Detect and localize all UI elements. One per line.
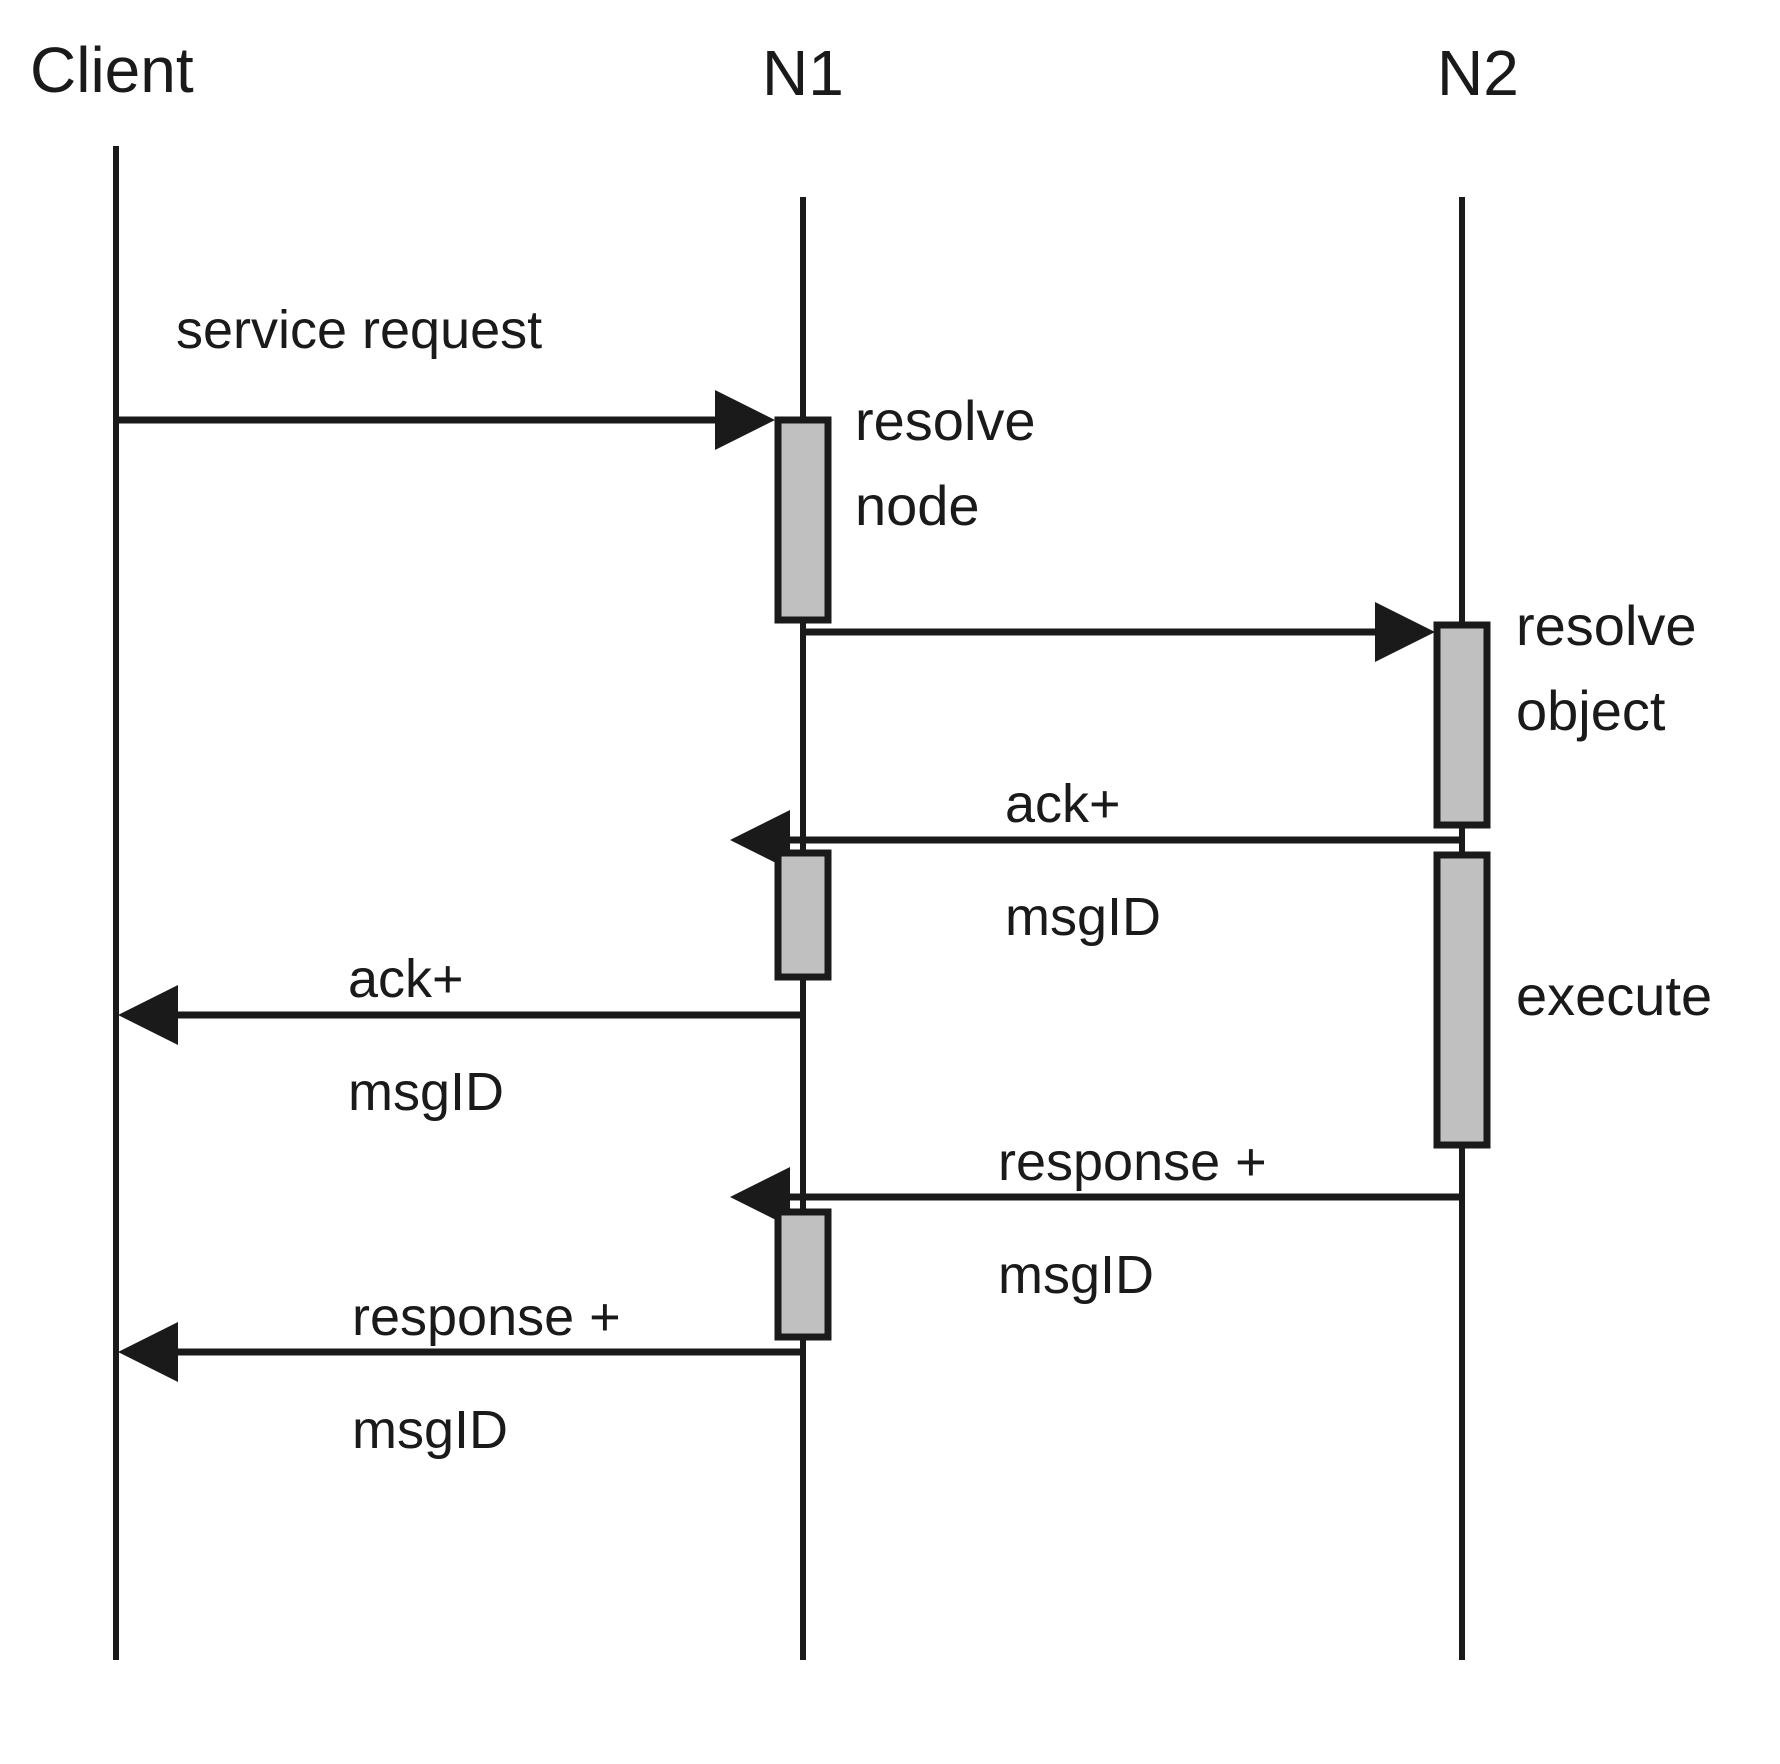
arrow-head-left-response-msgid-n1-to-client xyxy=(118,1322,178,1382)
arrow-head-right-service-request xyxy=(715,390,775,450)
message-label-ack-msgid-n2-to-n1-line2: msgID xyxy=(1005,887,1161,947)
message-label-response-msgid-n1-to-client-line2: msgID xyxy=(352,1400,508,1460)
activation-label-resolve-node-line2: node xyxy=(855,474,980,537)
message-ack-msgid-n2-to-n1: ack+ msgID xyxy=(730,774,1462,947)
activation-label-execute: execute xyxy=(1516,964,1712,1027)
message-label-response-msgid-n2-to-n1-line2: msgID xyxy=(998,1245,1154,1305)
message-label-service-request: service request xyxy=(176,300,542,360)
message-service-request: service request xyxy=(116,300,775,450)
message-ack-msgid-n1-to-client: ack+ msgID xyxy=(118,949,803,1122)
message-label-ack-msgid-n2-to-n1-line1: ack+ xyxy=(1005,774,1121,834)
activation-label-resolve-object-line2: object xyxy=(1516,679,1666,742)
lifeline-header-n2: N2 xyxy=(1437,37,1519,109)
activation-box-execute xyxy=(1433,851,1491,1149)
message-response-msgid-n1-to-client: response + msgID xyxy=(118,1287,803,1460)
lifeline-header-n1: N1 xyxy=(762,37,844,109)
activation-execute: execute xyxy=(1433,851,1712,1149)
activation-box-resolve-object xyxy=(1433,621,1491,829)
activation-box-n1-response xyxy=(774,1208,832,1341)
activation-box-resolve-node xyxy=(774,416,832,624)
message-label-ack-msgid-n1-to-client-line2: msgID xyxy=(348,1062,504,1122)
activation-box-n1-ack xyxy=(774,849,832,981)
activation-resolve-node: resolve node xyxy=(774,389,1036,624)
arrow-head-left-ack-msgid-n1-to-client xyxy=(118,985,178,1045)
activation-label-resolve-object-line1: resolve xyxy=(1516,594,1697,657)
activation-resolve-object: resolve object xyxy=(1433,594,1697,829)
activation-label-resolve-node-line1: resolve xyxy=(855,389,1036,452)
message-response-msgid-n2-to-n1: response + msgID xyxy=(730,1132,1462,1305)
message-label-response-msgid-n1-to-client-line1: response + xyxy=(352,1287,621,1347)
message-label-ack-msgid-n1-to-client-line1: ack+ xyxy=(348,949,464,1009)
arrow-head-right-n1-to-n2-invoke xyxy=(1375,602,1435,662)
message-n1-to-n2-invoke xyxy=(803,602,1435,662)
message-label-response-msgid-n2-to-n1-line1: response + xyxy=(998,1132,1267,1192)
lifeline-header-client: Client xyxy=(30,34,194,106)
